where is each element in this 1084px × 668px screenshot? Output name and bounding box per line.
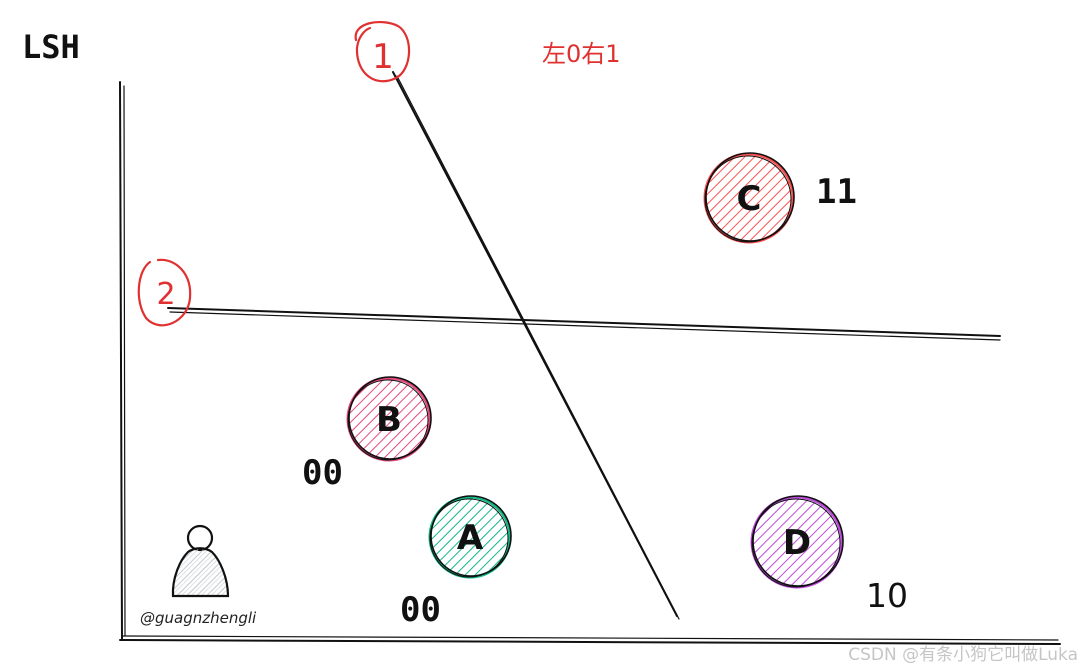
point-d-label: D (783, 523, 811, 563)
point-c: C (703, 152, 795, 244)
hyperplane-2-marker: 2 (137, 258, 192, 327)
hyperplane-1 (392, 71, 680, 620)
point-d: D (750, 495, 844, 589)
direction-note: 左0右1 (542, 40, 621, 68)
point-c-hash-code: 11 (816, 172, 857, 212)
hyperplane-1-marker: 1 (354, 20, 411, 83)
points-layer: A B C D (346, 152, 844, 589)
point-a-outline (430, 495, 512, 577)
point-c-label: C (737, 179, 762, 219)
axes (119, 81, 1061, 645)
point-a-label: A (457, 518, 484, 558)
hyperplane-1-label: 1 (372, 37, 394, 77)
point-b: B (346, 376, 432, 462)
point-d-hash-code: 10 (866, 576, 908, 615)
point-a-hash-code: 00 (400, 590, 441, 630)
author-credit: @guagnzhengli (140, 609, 257, 627)
point-d-outline (752, 495, 844, 587)
diagram-title: LSH (22, 28, 80, 66)
x-axis (119, 639, 1061, 645)
point-b-outline (348, 376, 432, 460)
hyperplane-2-label: 2 (156, 277, 175, 312)
point-c-outline (705, 152, 795, 242)
point-b-outline-2 (347, 379, 429, 461)
y-axis (119, 81, 123, 641)
source-watermark: CSDN @有条小狗它叫做Luka (848, 645, 1078, 665)
point-c-outline-2 (704, 155, 792, 243)
point-a: A (428, 495, 512, 579)
point-a-outline-2 (429, 498, 509, 578)
hyperplane-2 (167, 307, 1001, 341)
point-b-hash-code: 00 (302, 453, 343, 493)
point-b-label: B (376, 400, 402, 440)
person-icon (171, 524, 230, 598)
point-d-outline-2 (751, 498, 841, 588)
